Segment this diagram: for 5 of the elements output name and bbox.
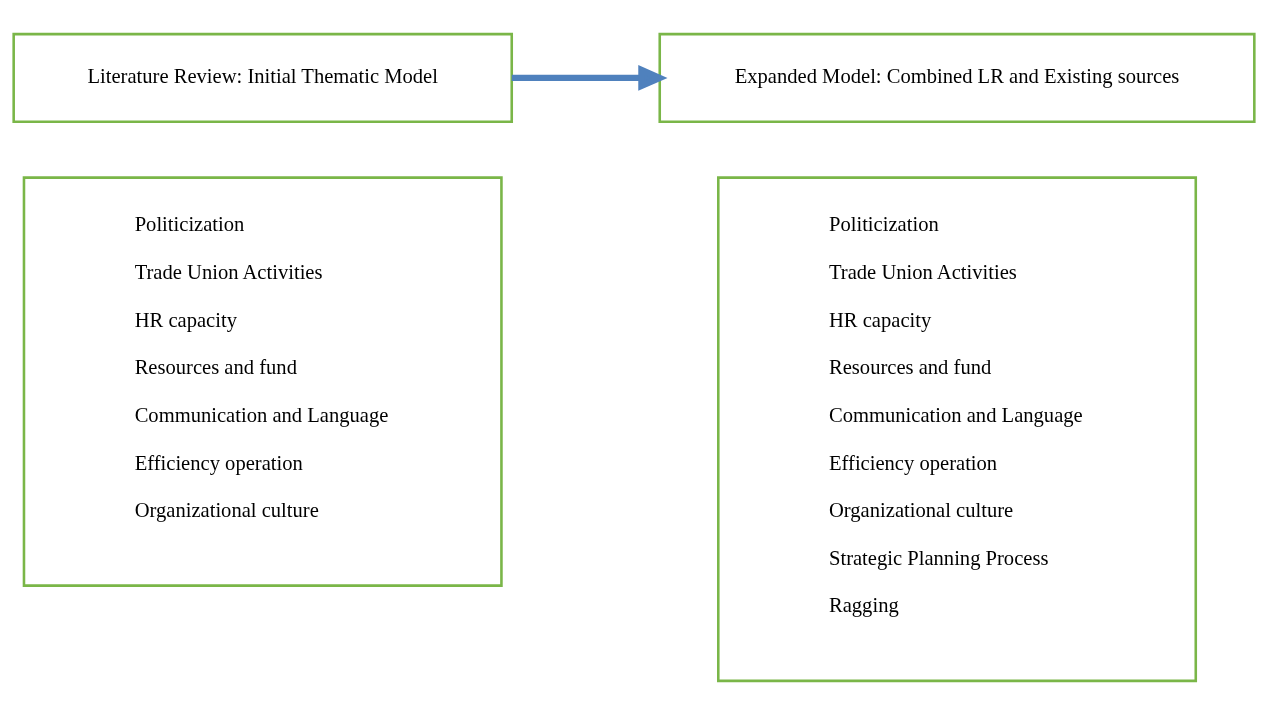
node-box: Politicization Trade Union Activities HR capacity Resources and fund Communication and Language Efficiency operation Organizational culture Strategic Planning Process Ragging bbox=[717, 176, 1198, 683]
node-box: Literature Review: Initial Thematic Model bbox=[12, 32, 514, 123]
node-box: Politicization Trade Union Activities HR capacity Resources and fund Communication and Language Efficiency operation Organizational culture bbox=[22, 176, 503, 587]
arrow bbox=[511, 65, 668, 91]
node-box: Expanded Model: Combined LR and Existing sources bbox=[658, 32, 1256, 123]
